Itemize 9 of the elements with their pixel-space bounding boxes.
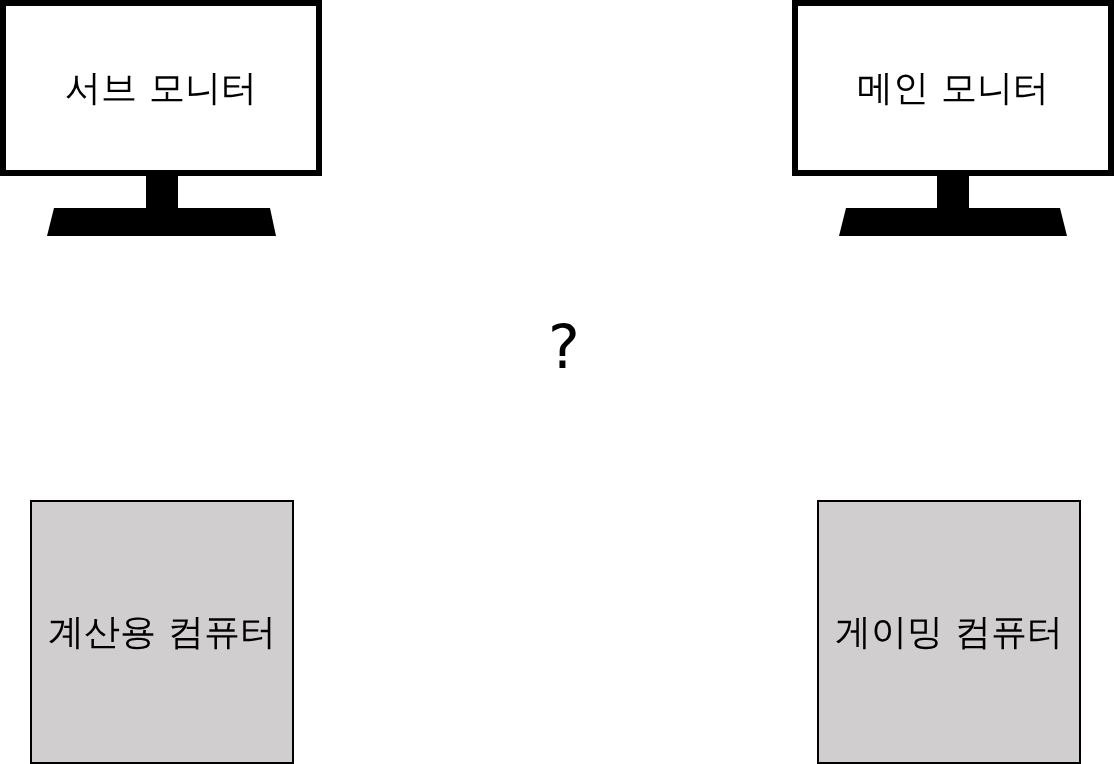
monitor-screen <box>0 0 322 176</box>
node-label: 메인 모니터 <box>857 65 1049 110</box>
monitor-screen <box>792 0 1114 176</box>
node-label: 게이밍 컴퓨터 <box>835 609 1063 654</box>
node-label: 계산용 컴퓨터 <box>48 609 276 654</box>
computer-box <box>30 500 294 764</box>
computer-box <box>817 500 1081 764</box>
node-label: 서브 모니터 <box>65 65 257 110</box>
question-mark: ? <box>548 312 580 382</box>
